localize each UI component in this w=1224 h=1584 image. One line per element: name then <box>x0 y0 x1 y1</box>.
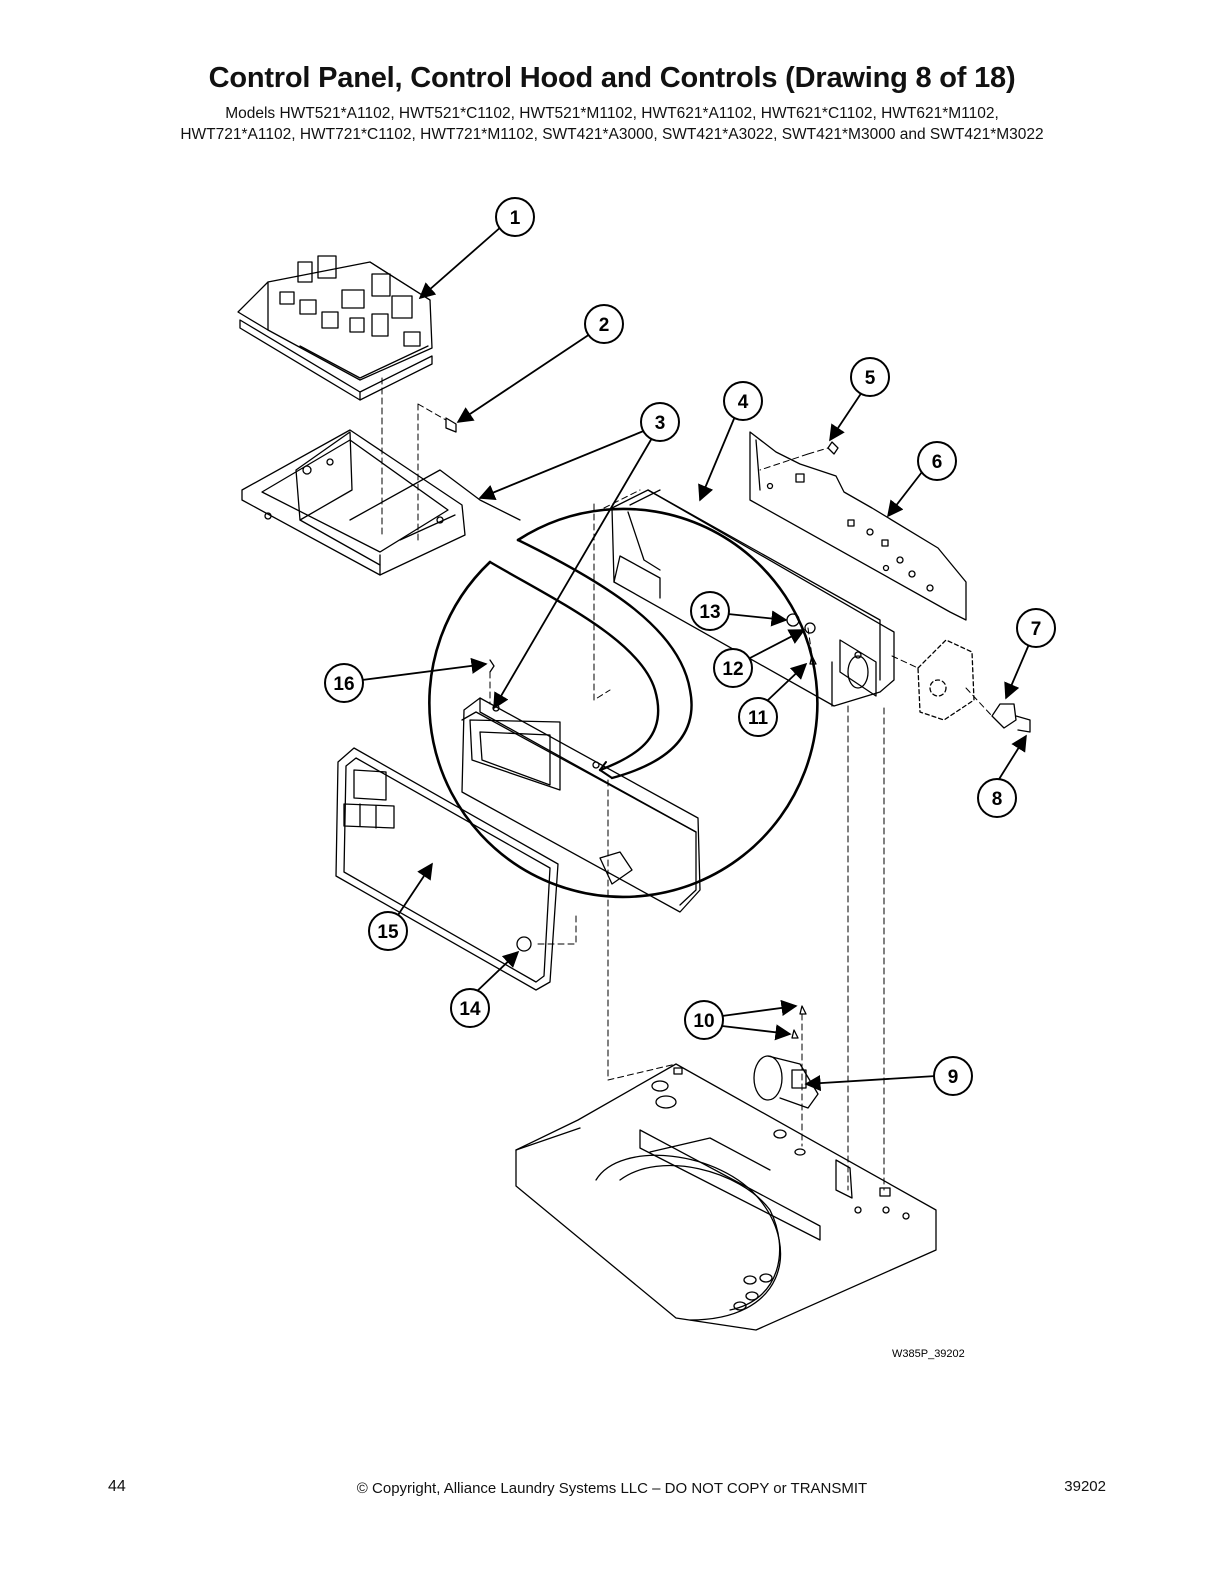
copyright-notice: © Copyright, Alliance Laundry Systems LL… <box>356 1480 868 1497</box>
callout-6: 6 <box>917 441 957 481</box>
svg-text:4: 4 <box>738 392 749 413</box>
svg-text:12: 12 <box>722 659 743 680</box>
callout-12: 12 <box>713 648 753 688</box>
callout-3: 3 <box>640 402 680 442</box>
knob-bracket <box>917 639 975 721</box>
callout-8: 8 <box>977 778 1017 818</box>
control-hood <box>611 489 895 707</box>
page-title: Control Panel, Control Hood and Controls… <box>208 62 1016 94</box>
document-number: 39202 <box>1064 1478 1106 1495</box>
svg-text:13: 13 <box>699 602 720 623</box>
svg-text:11: 11 <box>748 708 769 729</box>
svg-text:1: 1 <box>510 208 521 229</box>
callout-16: 16 <box>324 663 364 703</box>
mounting-plate <box>749 431 967 621</box>
callout-9: 9 <box>933 1056 973 1096</box>
alignment-lines <box>381 377 993 1191</box>
control-console <box>461 697 701 913</box>
callout-5: 5 <box>850 357 890 397</box>
callout-11: 11 <box>738 697 778 737</box>
callout-2: 2 <box>584 304 624 344</box>
callout-1: 1 <box>495 197 535 237</box>
control-panel-overlay <box>335 747 559 991</box>
svg-text:10: 10 <box>693 1011 714 1032</box>
cabinet-top-cover <box>515 1063 937 1331</box>
water-level-switch <box>753 1055 819 1109</box>
selector-knob <box>991 703 1031 733</box>
callout-15: 15 <box>368 911 408 951</box>
svg-text:5: 5 <box>865 368 876 389</box>
svg-text:2: 2 <box>599 315 610 336</box>
callout-14: 14 <box>450 988 490 1028</box>
models-line-2: HWT721*A1102, HWT721*C1102, HWT721*M1102… <box>180 126 1044 143</box>
control-board <box>237 255 433 401</box>
svg-text:14: 14 <box>459 999 481 1020</box>
models-line-1: Models HWT521*A1102, HWT521*C1102, HWT52… <box>225 105 999 122</box>
svg-text:7: 7 <box>1031 619 1042 640</box>
callout-7: 7 <box>1016 608 1056 648</box>
svg-text:16: 16 <box>333 674 354 695</box>
page-number: 44 <box>108 1478 126 1495</box>
svg-text:3: 3 <box>655 413 666 434</box>
detail-magnifier <box>428 507 819 899</box>
svg-text:15: 15 <box>377 922 399 943</box>
callout-13: 13 <box>690 591 730 631</box>
drawing-code: W385P_39202 <box>892 1348 965 1360</box>
callouts: 1 2 3 4 5 6 7 8 9 10 11 12 13 14 15 16 <box>324 197 1056 1096</box>
callout-10: 10 <box>684 1000 724 1040</box>
svg-text:9: 9 <box>948 1067 959 1088</box>
callout-leaders <box>361 225 1031 1092</box>
board-mounting-tray <box>241 429 521 576</box>
svg-text:8: 8 <box>992 789 1003 810</box>
callout-4: 4 <box>723 381 763 421</box>
svg-text:6: 6 <box>932 452 943 473</box>
